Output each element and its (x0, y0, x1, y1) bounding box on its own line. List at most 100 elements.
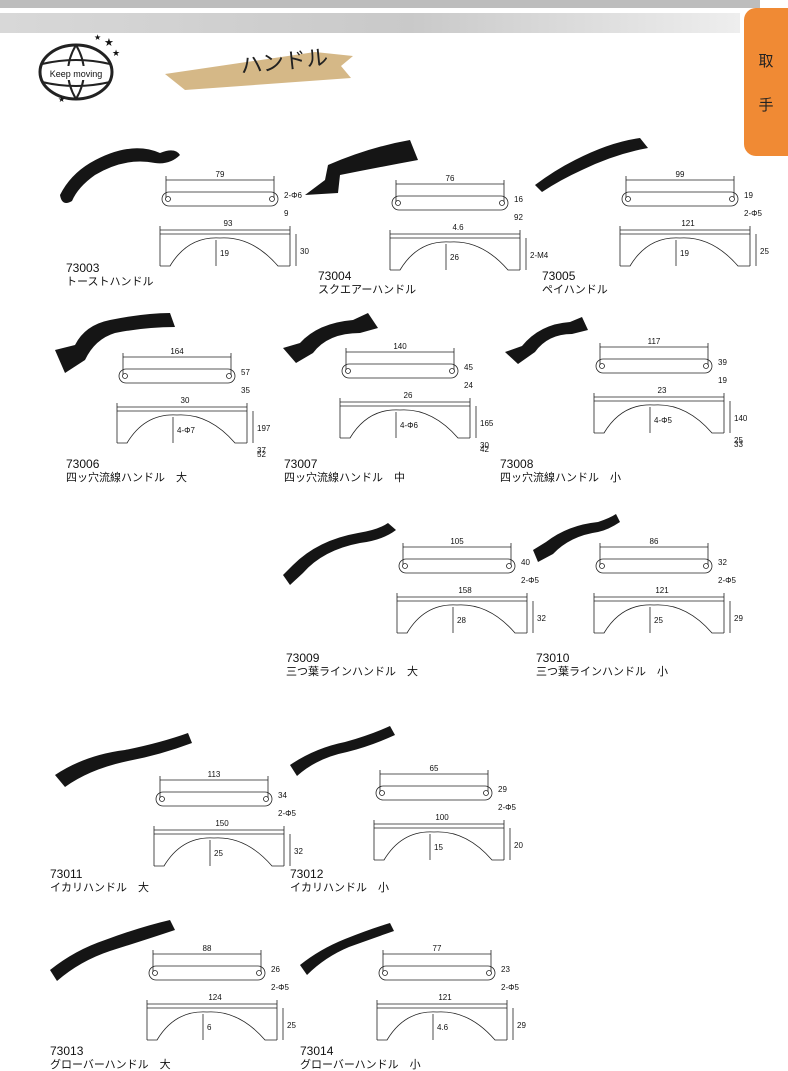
dim-value: 9 (284, 209, 289, 218)
star-icon: ★ (58, 95, 65, 104)
dim-value: 100 (435, 813, 449, 822)
dim-value: 29 (517, 1021, 526, 1030)
product-code: 73006 (66, 457, 100, 471)
title-banner (165, 52, 353, 90)
handle-silhouette (283, 313, 378, 363)
dim-value: 4.6 (452, 223, 464, 232)
product-photo (533, 514, 620, 562)
side-tab-char-2: 手 (758, 96, 774, 114)
dim-value: 57 (241, 368, 250, 377)
dim-value: 19 (744, 191, 753, 200)
product-photo (60, 148, 180, 203)
product-name: トーストハンドル (66, 275, 154, 288)
dim-value: 26 (271, 965, 280, 974)
handle-silhouette (55, 313, 175, 373)
dim-top-width: 86 (650, 537, 659, 546)
dim-top-width: 117 (648, 337, 661, 346)
dim-value: 29 (734, 614, 743, 623)
dim-value: 6 (207, 1023, 212, 1032)
star-icon: ★ (112, 48, 120, 58)
dim-value: 20 (514, 841, 523, 850)
dim-value: 124 (208, 993, 222, 1002)
product-code: 73007 (284, 457, 318, 471)
handle-silhouette (300, 923, 394, 975)
product-photo (283, 523, 396, 585)
dim-value: 37 (257, 446, 266, 455)
top-bar (0, 0, 760, 8)
product-name: グローバーハンドル 小 (300, 1058, 421, 1071)
product-code: 73014 (300, 1044, 334, 1058)
dim-value: 28 (457, 616, 466, 625)
product-name: 四ッ穴流線ハンドル 小 (500, 471, 621, 484)
dim-value: 40 (521, 558, 530, 567)
dim-value: 4.6 (437, 1023, 449, 1032)
dim-value: 30 (300, 247, 309, 256)
dim-value: 150 (215, 819, 229, 828)
product-name: イカリハンドル 小 (290, 881, 389, 894)
product-photo (50, 920, 175, 981)
dim-value: 121 (655, 586, 669, 595)
dim-top-width: 164 (170, 347, 184, 356)
dim-top-width: 79 (216, 170, 225, 179)
category-side-tab: 取 手 (744, 8, 788, 156)
dim-value: 39 (718, 358, 727, 367)
dim-value: 26 (404, 391, 413, 400)
dim-value: 30 (181, 396, 190, 405)
star-icon: ★ (94, 34, 101, 42)
dim-value: 2-Φ5 (744, 209, 762, 218)
dim-value: 4-Φ5 (654, 416, 672, 425)
dim-value: 34 (278, 791, 287, 800)
dim-value: 25 (214, 849, 223, 858)
dim-value: 23 (658, 386, 667, 395)
handle-silhouette (533, 514, 620, 562)
dim-value: 2-M4 (530, 251, 548, 260)
dim-top-width: 113 (208, 770, 221, 779)
dim-top-width: 99 (676, 170, 685, 179)
dim-top-width: 76 (446, 174, 455, 183)
handle-silhouette (505, 317, 588, 364)
side-tab-char-1: 取 (758, 52, 774, 70)
product-name: スクエアーハンドル (318, 283, 417, 296)
dim-value: 197 (257, 424, 271, 433)
dim-value: 2-Φ5 (718, 576, 736, 585)
dim-top-width: 77 (433, 944, 442, 953)
dim-value: 158 (458, 586, 472, 595)
product-name: グローバーハンドル 大 (50, 1058, 171, 1071)
product-photo (300, 923, 394, 975)
dim-value: 33 (734, 440, 743, 449)
product-name: 三つ葉ラインハンドル 大 (286, 665, 418, 678)
dim-value: 4-Φ6 (400, 421, 418, 430)
product-code: 73012 (290, 867, 324, 881)
handle-silhouette (283, 523, 396, 585)
dim-value: 140 (734, 414, 748, 423)
handle-silhouette (290, 726, 395, 776)
dim-value: 23 (501, 965, 510, 974)
dim-value: 16 (514, 195, 523, 204)
handle-silhouette (55, 733, 192, 787)
dim-value: 45 (464, 363, 473, 372)
dim-value: 19 (718, 376, 727, 385)
dim-value: 19 (680, 249, 689, 258)
product-photo (535, 138, 648, 192)
top-stripe-fade (410, 13, 740, 33)
dim-value: 30 (480, 441, 489, 450)
product-code: 73013 (50, 1044, 84, 1058)
dim-value: 2-Φ6 (284, 191, 302, 200)
logo: Keep moving ★ ★ ★ ★ (38, 34, 120, 104)
dim-value: 2-Φ5 (501, 983, 519, 992)
dim-top-width: 105 (450, 537, 464, 546)
handle-silhouette (535, 138, 648, 192)
product-code: 73005 (542, 269, 576, 283)
dim-value: 32 (537, 614, 546, 623)
dim-value: 165 (480, 419, 494, 428)
dim-value: 15 (434, 843, 443, 852)
dim-value: 35 (241, 386, 250, 395)
dim-value: 93 (224, 219, 233, 228)
